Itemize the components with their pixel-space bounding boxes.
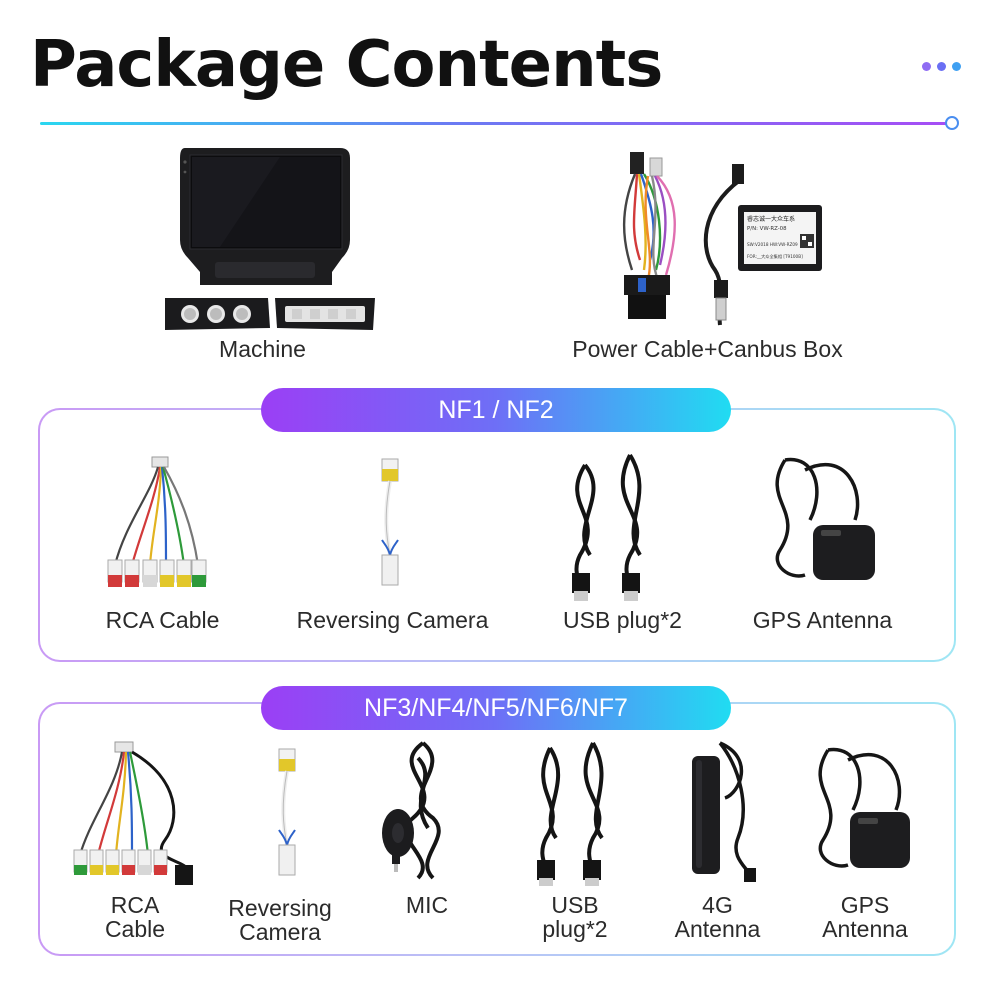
nf1-nf2-badge: NF1 / NF2 — [261, 388, 731, 432]
usb-plug-icon — [537, 742, 604, 886]
nf12-usb-label: USB plug*2 — [563, 607, 682, 633]
nf37-gps-label-line-2: Antenna — [822, 916, 908, 942]
nf37-mic-label-line-1: MIC — [405, 892, 449, 918]
nf12-rca-item — [100, 455, 210, 595]
gps-antenna-icon — [775, 457, 875, 580]
nf37-reversing-label-line-2: Camera — [239, 919, 321, 945]
canbus-label-line-4: FOR:__大众全集相 [T9100B] — [747, 253, 803, 260]
nf12-reversing-label: Reversing Camera — [296, 607, 489, 633]
divider-end-circle — [945, 116, 959, 130]
machine-label: Machine — [219, 336, 306, 362]
nf12-usb-item — [560, 445, 670, 605]
nf37-4g-label: 4G Antenna — [665, 893, 770, 941]
machine-item — [160, 140, 380, 340]
nf37-reversing-item — [255, 745, 315, 885]
reversing-camera-cable-icon — [381, 458, 399, 586]
decorative-dots — [922, 62, 964, 72]
nf37-mic-item — [378, 738, 458, 888]
header-divider — [40, 122, 948, 125]
nf37-4g-item — [680, 738, 760, 888]
nf12-rca-label: RCA Cable — [105, 607, 220, 633]
nf37-4g-label-line-1: 4G — [702, 892, 733, 918]
usb-plug-icon — [572, 453, 642, 601]
antenna-4g-icon — [692, 741, 756, 882]
nf37-4g-label-line-2: Antenna — [674, 916, 761, 942]
mic-icon — [382, 741, 441, 880]
nf37-reversing-label-line-1: Reversing — [228, 895, 332, 921]
nf37-reversing-label: Reversing Camera — [215, 896, 345, 944]
page-title: Package Contents — [30, 28, 663, 102]
nf37-rca-label-line-2: Cable — [104, 916, 166, 942]
nf37-gps-label-line-1: GPS — [840, 892, 890, 918]
reversing-camera-cable-icon — [278, 748, 296, 876]
dot-3 — [952, 62, 961, 71]
nf37-usb-label-line-1: USB — [551, 892, 599, 918]
canbus-label-line-1: 睿志诚一大众车系 — [747, 215, 795, 223]
nf12-gps-label: GPS Antenna — [752, 607, 893, 633]
nf37-rca-label-line-1: RCA — [110, 892, 160, 918]
nf37-usb-label: USB plug*2 — [525, 893, 625, 941]
power-cable-canbus-label: Power Cable+Canbus Box — [572, 336, 843, 362]
dot-1 — [922, 62, 931, 71]
rca-cable-icon — [107, 456, 207, 587]
nf37-gps-item — [808, 740, 918, 880]
nf3-nf7-badge: NF3/NF4/NF5/NF6/NF7 — [261, 686, 731, 730]
nf37-gps-label: GPS Antenna — [810, 893, 920, 941]
nf12-reversing-item — [360, 455, 420, 595]
nf37-mic-label: MIC — [377, 893, 477, 917]
nf37-rca-item — [70, 740, 200, 890]
nf37-usb-label-line-2: plug*2 — [542, 916, 608, 942]
nf12-gps-item — [765, 450, 885, 590]
power-cable-canbus-icon: 睿志诚一大众车系 P/N: VW-RZ-08 SW:V2018 HW:VW-RZ… — [622, 152, 822, 326]
head-unit-icon — [165, 148, 375, 330]
nf37-usb-item — [528, 738, 628, 888]
dot-2 — [937, 62, 946, 71]
canbus-label-line-3: SW:V2018 HW:VW-RZ09 — [747, 242, 798, 247]
rca-cable-icon — [73, 741, 193, 885]
power-cable-canbus-item: 睿志诚一大众车系 P/N: VW-RZ-08 SW:V2018 HW:VW-RZ… — [600, 150, 830, 340]
nf3-nf7-group — [38, 702, 956, 956]
gps-antenna-icon — [818, 747, 910, 868]
canbus-label-line-2: P/N: VW-RZ-08 — [747, 226, 787, 232]
nf37-rca-label: RCA Cable — [85, 893, 185, 941]
nf1-nf2-group — [38, 408, 956, 662]
